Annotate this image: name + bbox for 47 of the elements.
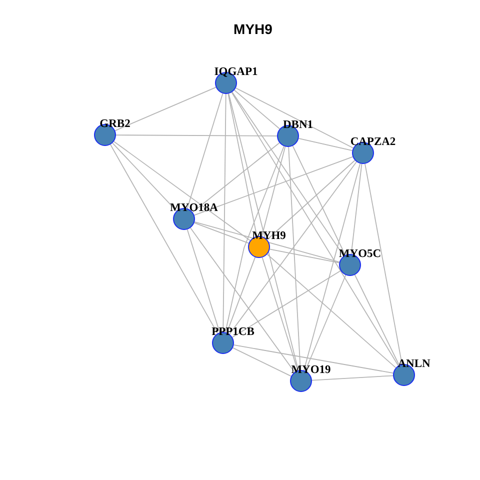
edge-line xyxy=(228,93,299,371)
edge-line xyxy=(303,163,361,371)
node-label: CAPZA2 xyxy=(350,136,396,148)
node-label: IQGAP1 xyxy=(214,66,258,78)
edge-line xyxy=(350,163,362,255)
edge-line xyxy=(364,163,402,365)
edge-line xyxy=(194,221,340,263)
edge-line xyxy=(354,274,400,366)
node-label: ANLN xyxy=(398,358,430,370)
edge-line xyxy=(261,146,286,237)
edge-line xyxy=(312,375,394,381)
edge-line xyxy=(228,93,258,237)
node-label: MYO18A xyxy=(170,202,218,214)
edge-line xyxy=(110,144,218,334)
node-label: GRB2 xyxy=(100,118,130,130)
edge-line xyxy=(112,142,177,212)
edge-line xyxy=(114,86,216,132)
edge-line xyxy=(266,254,396,368)
edge-line xyxy=(235,88,354,148)
edge-line xyxy=(186,229,220,333)
node-label: MYH9 xyxy=(252,230,286,242)
edge-line xyxy=(113,141,251,241)
edge-line xyxy=(231,92,399,366)
node-label: PPP1CB xyxy=(212,326,254,338)
edge-line xyxy=(232,347,292,377)
edge-line xyxy=(186,93,224,209)
edge-line xyxy=(229,161,357,335)
edge-line xyxy=(304,274,346,372)
edge-line xyxy=(269,248,340,264)
node-label: MYO19 xyxy=(291,364,331,376)
edge-line xyxy=(194,222,250,244)
edge-line xyxy=(233,344,394,374)
edge-line xyxy=(192,142,280,213)
chart-title: MYH9 xyxy=(234,21,272,37)
edge-line xyxy=(194,156,354,216)
edge-line xyxy=(222,94,226,332)
edge-line xyxy=(224,146,284,333)
edge-line xyxy=(232,270,342,338)
edge-line xyxy=(234,90,280,130)
node-label: DBN1 xyxy=(282,119,314,131)
edge-line xyxy=(292,145,346,256)
edge-line xyxy=(262,257,298,371)
node-label: MYO5C xyxy=(338,248,382,260)
edge-line xyxy=(116,134,278,136)
edge-line xyxy=(298,138,353,152)
edge-line xyxy=(266,160,356,240)
edge-line xyxy=(190,227,295,373)
